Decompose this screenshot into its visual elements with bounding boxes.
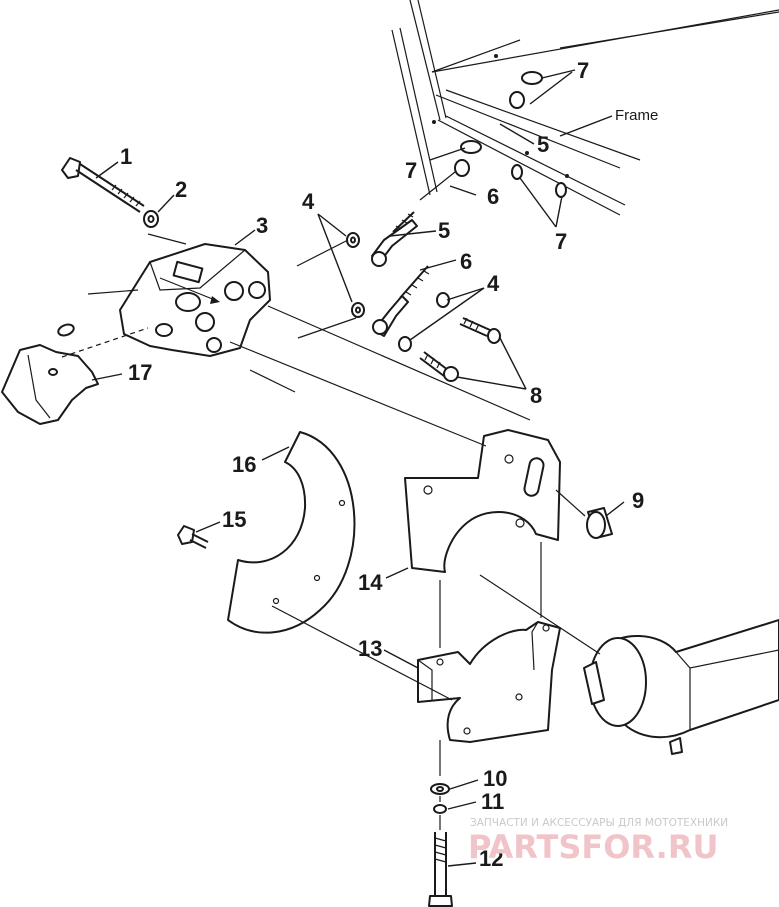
callout-11: 11: [481, 789, 504, 814]
rod-end-assembly-upper: [346, 211, 418, 267]
callout-6-frame: 6: [487, 184, 499, 209]
rod-end-assembly-lower: [351, 265, 450, 352]
lower-bracket: [417, 621, 561, 743]
callout-7-bottom: 7: [555, 229, 567, 254]
bolt-long: [61, 157, 145, 213]
bolt-12: [428, 832, 453, 907]
watermark-logo: PARTSFOR.RU: [468, 828, 718, 866]
brake-pad: [1, 323, 99, 425]
bushing-9: [586, 507, 613, 539]
frame-hardware: [432, 54, 569, 198]
callout-7-top: 7: [577, 58, 589, 83]
callout-1: 1: [120, 144, 132, 169]
callout-10: 10: [483, 766, 507, 791]
callout-14: 14: [358, 570, 383, 595]
alignment-lines: [61, 171, 601, 830]
upper-bracket-plate: [404, 429, 561, 573]
rotor-shield: [227, 431, 356, 634]
callout-6-cable: 6: [460, 249, 472, 274]
lock-washer-11: [433, 804, 447, 814]
callout-4-upper: 4: [302, 189, 315, 214]
bolts-8: [419, 317, 501, 382]
callout-17: 17: [128, 360, 152, 385]
callout-8: 8: [530, 383, 542, 408]
frame-rails: [391, 0, 779, 216]
callout-7-left: 7: [405, 158, 417, 183]
brake-caliper: [119, 243, 271, 357]
watermark-tagline: ЗАПЧАСТИ И АКСЕССУАРЫ ДЛЯ МОТОТЕХНИКИ: [470, 817, 728, 829]
callout-5-rod: 5: [438, 218, 450, 243]
callout-2: 2: [175, 177, 187, 202]
watermark: ЗАПЧАСТИ И АКСЕССУАРЫ ДЛЯ МОТОТЕХНИКИ PA…: [468, 817, 728, 866]
callout-labels: 1 2 3 4 4 5 5 6 6 7 7 7 8 9 10 11 12 13 …: [120, 58, 658, 871]
callout-5-frame: 5: [537, 132, 549, 157]
callout-4-lower: 4: [487, 271, 500, 296]
callout-12: 12: [479, 846, 503, 871]
callout-16: 16: [232, 452, 256, 477]
washer-10: [430, 783, 450, 795]
leader-lines: [91, 69, 625, 867]
callout-3: 3: [256, 213, 268, 238]
callout-9: 9: [632, 488, 644, 513]
callout-15: 15: [222, 507, 246, 532]
screw-15: [177, 525, 209, 549]
callout-13: 13: [358, 636, 382, 661]
frame-label: Frame: [615, 107, 658, 124]
washer-2: [143, 210, 159, 228]
axle-housing: [583, 619, 779, 755]
